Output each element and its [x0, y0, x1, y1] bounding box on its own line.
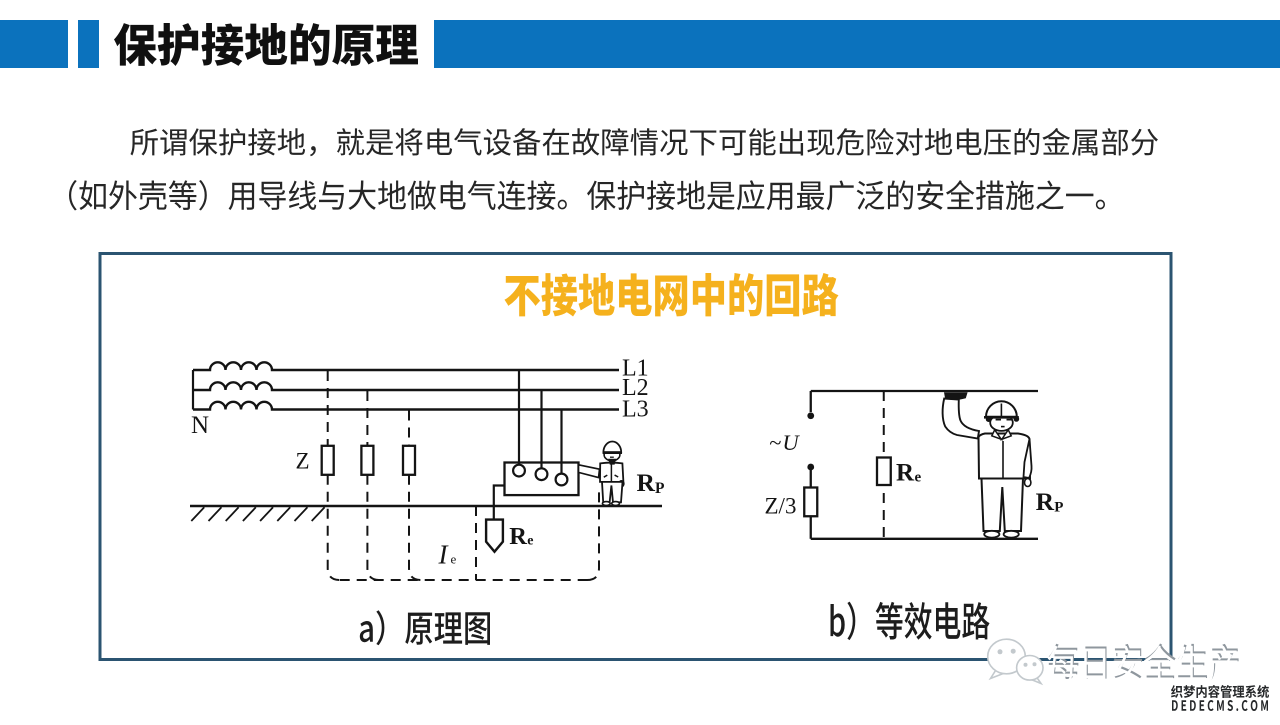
svg-text:P: P: [1054, 499, 1063, 515]
svg-text:e: e: [451, 552, 457, 567]
svg-text:L2: L2: [622, 375, 649, 401]
svg-text:R: R: [637, 468, 656, 497]
svg-text:R: R: [1036, 487, 1055, 516]
svg-text:e: e: [527, 533, 533, 548]
svg-text:R: R: [896, 460, 915, 487]
svg-text:L3: L3: [622, 396, 649, 422]
svg-text:I: I: [438, 540, 450, 570]
svg-text:Z: Z: [296, 448, 310, 473]
svg-text:L1: L1: [622, 356, 649, 382]
svg-text:~U: ~U: [769, 430, 800, 455]
svg-text:e: e: [915, 470, 922, 486]
svg-text:P: P: [655, 480, 665, 497]
svg-text:R: R: [509, 523, 527, 550]
svg-text:Z/3: Z/3: [765, 494, 797, 519]
svg-text:N: N: [191, 412, 209, 439]
